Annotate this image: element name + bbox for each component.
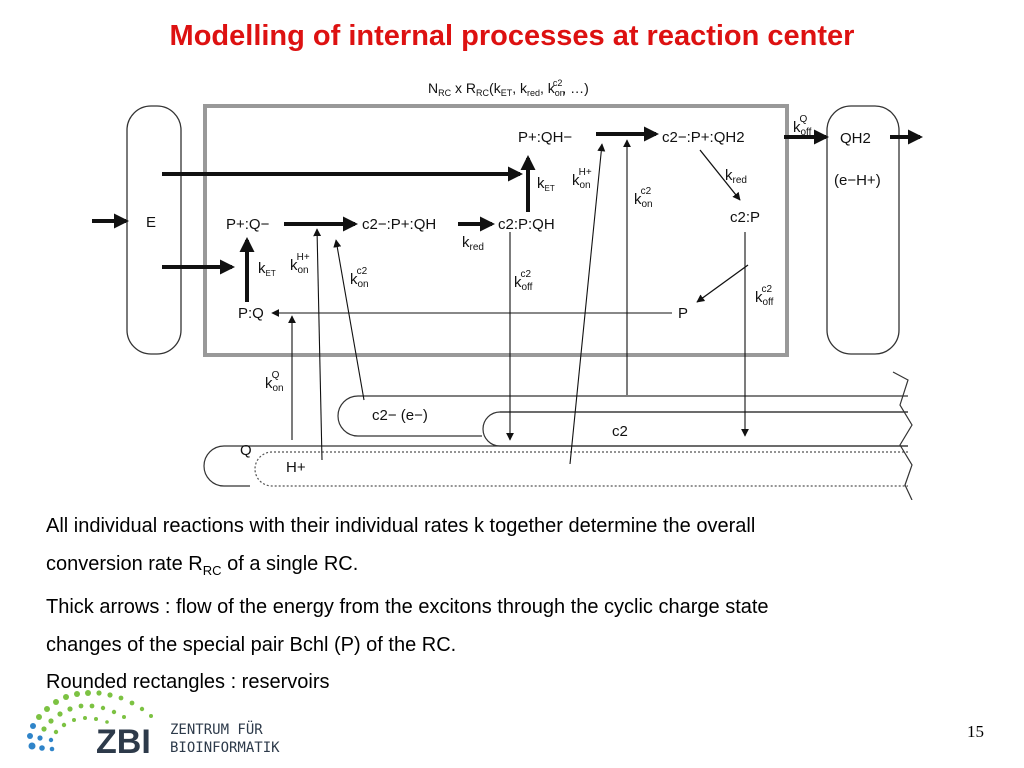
reservoir-c2-minus <box>337 395 908 437</box>
caption-line-3: Thick arrows : flow of the energy from t… <box>46 596 769 618</box>
state-p-plus-qh-minus: P+:QH− <box>518 129 572 146</box>
arrow-c2p-to-p <box>696 264 749 303</box>
reservoir-c2 <box>482 411 908 447</box>
caption-line-4: changes of the special pair Bchl (P) of … <box>46 633 457 656</box>
arrow-c2-minus-on <box>333 239 365 401</box>
logo-line-1: ZENTRUM FÜR <box>170 720 263 738</box>
reservoir-label-e-h-pair: (e−H+) <box>834 172 881 189</box>
arrow-qh2-h-plus-on <box>569 143 606 465</box>
state-c2-minus-p-plus-qh2: c2−:P+:QH2 <box>662 129 745 146</box>
rate-function-label: NRC x RRC(kET, kred, konc2, …) <box>428 78 589 98</box>
logo-acronym: ZBI <box>96 723 151 761</box>
slide-title: Modelling of internal processes at react… <box>169 20 855 52</box>
reservoir-label-h-plus: H+ <box>286 459 306 476</box>
logo-dots <box>27 690 153 752</box>
rate-k-on-h-upper: konH+ <box>572 167 592 191</box>
rate-k-on-q: konQ <box>265 370 284 394</box>
rate-k-on-c2-upper: konc2 <box>634 186 653 210</box>
reaction-center-diagram: NRC x RRC(kET, kred, konc2, …) P+:QH− c2… <box>92 78 923 500</box>
state-p-plus-q-minus: P+:Q− <box>226 216 270 233</box>
rate-k-on-c2-lower: konc2 <box>350 266 369 290</box>
rate-k-et-upper: kET <box>537 175 555 193</box>
rate-k-red-lower: kred <box>462 234 484 253</box>
reservoir-label-c2-minus: c2− (e−) <box>372 407 428 424</box>
reservoir-label-qh2: QH2 <box>840 130 871 147</box>
reaction-center-box <box>203 104 789 357</box>
caption-line-5: Rounded rectangles : reservoirs <box>46 671 330 693</box>
rate-k-off-c2-left: koffc2 <box>514 269 533 293</box>
rate-k-et-lower: kET <box>258 260 276 278</box>
caption-line-1: All individual reactions with their indi… <box>46 515 756 537</box>
reservoir-qh2 <box>826 105 900 355</box>
reservoir-label-q: Q <box>240 442 252 459</box>
logo-line-2: BIOINFORMATIK <box>170 740 280 756</box>
state-c2-p: c2:P <box>730 209 760 226</box>
arrow-qh-from-h-plus <box>313 228 323 461</box>
reservoir-e <box>126 105 182 355</box>
reservoir-label-c2: c2 <box>612 423 628 440</box>
rate-k-on-h-lower: konH+ <box>290 252 310 276</box>
rate-k-off-c2-right: koffc2 <box>755 284 774 308</box>
page-number: 15 <box>967 722 984 741</box>
rate-k-off-q: koffQ <box>793 114 812 138</box>
reservoir-label-e: E <box>146 214 156 231</box>
reservoir-h-plus <box>254 451 908 487</box>
arrow-c2qh2-to-c2p <box>699 149 741 201</box>
reservoir-cut-line <box>892 371 913 500</box>
state-p-q: P:Q <box>238 305 264 322</box>
caption-line-2: conversion rate RRC of a single RC. <box>46 552 359 578</box>
reservoir-q <box>203 445 908 487</box>
state-p: P <box>678 305 688 322</box>
zbi-logo: ZBI ZENTRUM FÜR BIOINFORMATIK <box>27 690 280 761</box>
rate-k-red-upper: kred <box>725 167 747 186</box>
state-c2-minus-p-plus-qh: c2−:P+:QH <box>362 216 436 233</box>
state-c2-p-qh: c2:P:QH <box>498 216 555 233</box>
caption: All individual reactions with their indi… <box>46 508 1006 702</box>
